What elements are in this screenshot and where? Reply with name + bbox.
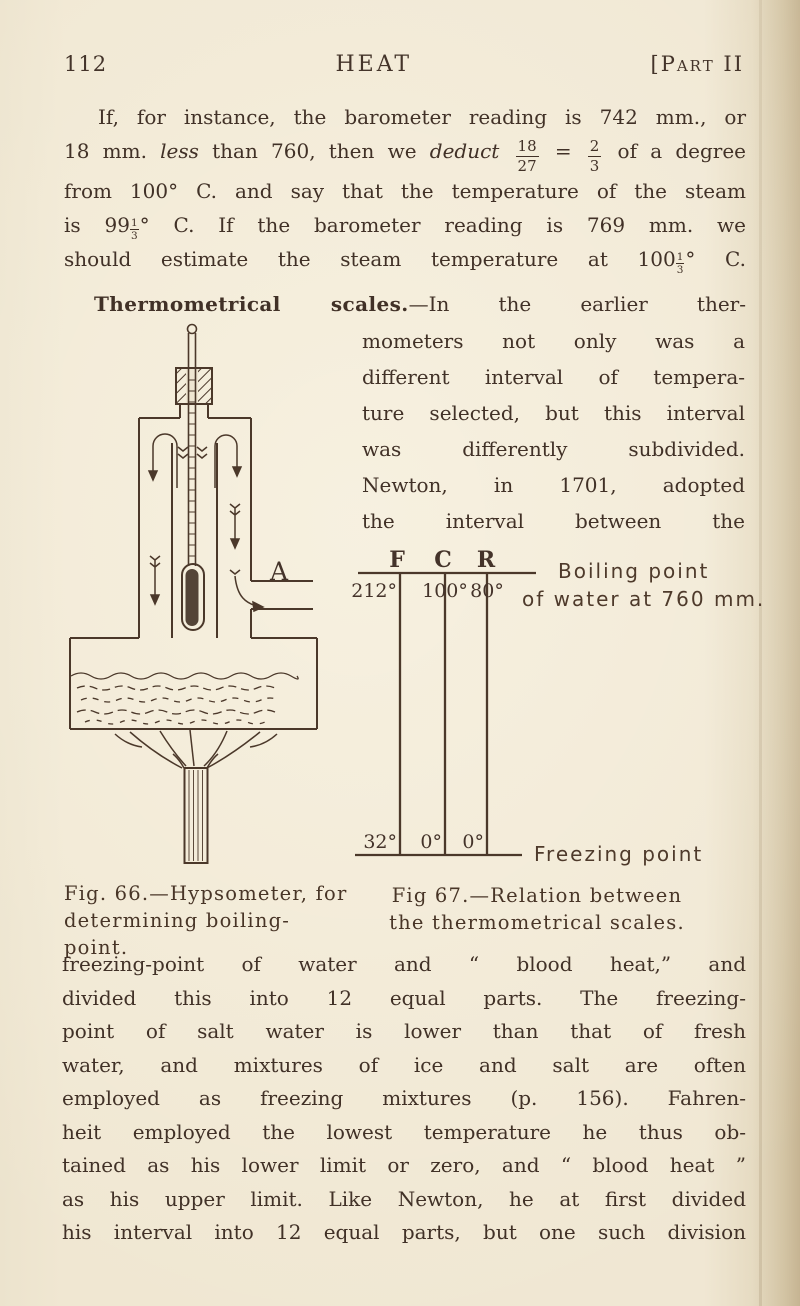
fig66-caption-line1: Fig. 66.—Hypsometer, for: [64, 882, 348, 905]
fig67-caption-line2: the thermometrical scales.: [389, 911, 685, 934]
running-title: HEAT: [335, 52, 413, 77]
paragraph-barometer-correction: If, for instance, the barometer reading …: [64, 100, 746, 276]
text-line: was differently subdivided.: [362, 437, 745, 461]
text-line: freezing-point of water and “ blood heat…: [62, 952, 746, 976]
scale-letter-r: R: [477, 547, 496, 573]
freezing-c: 0°: [420, 831, 442, 853]
hypsometer-body: [69, 367, 318, 864]
burner-tube: [183, 767, 209, 864]
text-line: different interval of tempera-: [362, 365, 745, 389]
fig66-hypsometer-figure: A: [69, 323, 318, 864]
fig67-caption-line1: Fig 67.—Relation between: [391, 884, 683, 907]
text-line: water, and mixtures of ice and salt are …: [62, 1052, 746, 1077]
section-heading-line: Thermometrical scales.—In the earlier th…: [64, 287, 746, 321]
scale-lines: [355, 571, 536, 857]
wrapped-column-text: mometers not only was a different interva…: [362, 323, 745, 539]
freezing-r: 0°: [462, 831, 484, 853]
boiler: [69, 637, 318, 730]
fig67-scales-diagram: F C R 212° 100° 80° 32° 0° 0° Boiling po…: [351, 547, 763, 866]
page-number: 112: [64, 52, 108, 76]
part-label: [Part II: [650, 52, 744, 76]
text-line: employed as freezing mixtures (p. 156). …: [62, 1086, 746, 1110]
freezing-point-label: Freezing point: [534, 842, 703, 866]
page-edge-crease: [759, 0, 762, 1306]
scale-letter-f: F: [389, 547, 405, 573]
text-line: the interval between the: [362, 509, 745, 533]
thermometer-ring: [186, 323, 198, 335]
fig67-caption: Fig 67.—Relation between the thermometri…: [372, 882, 702, 936]
inner-steam-tube: [171, 443, 218, 638]
text-line: point of salt water is lower than that o…: [62, 1019, 746, 1043]
boiling-point-label-line2: of water at 760 mm.: [522, 587, 765, 611]
boiling-f: 212°: [351, 580, 397, 602]
text-line: from 100° C. and say that the temperatur…: [64, 179, 746, 203]
text-line: If, for instance, the barometer reading …: [98, 105, 746, 129]
text-line: should estimate the steam temperature at…: [64, 247, 746, 276]
boiling-r: 80°: [470, 580, 504, 602]
mercury: [185, 569, 199, 626]
text-line: ture selected, but this interval: [362, 401, 745, 425]
scale-letters: F C R: [389, 547, 496, 573]
steam-arrows: [147, 433, 265, 613]
freezing-values: 32° 0° 0°: [363, 831, 484, 853]
text-line: tained as his lower limit or zero, and “…: [62, 1153, 746, 1177]
scale-letter-c: C: [434, 547, 452, 573]
text-line: heit employed the lowest temperature he …: [62, 1119, 746, 1144]
section-heading-rest: —In the earlier ther-: [408, 292, 746, 316]
boiler-water: [70, 672, 299, 725]
text-line: mometers not only was a: [362, 329, 745, 353]
text-line: his interval into 12 equal parts, but on…: [62, 1220, 746, 1244]
text-line: as his upper limit. Like Newton, he at f…: [62, 1186, 746, 1211]
text-line: Newton, in 1701, adopted: [362, 473, 745, 497]
page-header: 112 HEAT [Part II: [64, 52, 744, 77]
boiling-point-label-line1: Boiling point: [558, 559, 709, 583]
thermometer: [181, 323, 205, 631]
boiling-c: 100°: [422, 580, 468, 602]
flame: [114, 729, 278, 769]
section-heading-bold: Thermometrical scales.: [94, 292, 409, 316]
text-line: divided this into 12 equal parts. The fr…: [62, 985, 746, 1010]
fig66-caption: Fig. 66.—Hypsometer, for determining boi…: [64, 880, 354, 961]
fig66-caption-line2: determining boiling-point.: [64, 909, 291, 959]
thermometer-bulb: [181, 563, 205, 631]
paragraph-fahrenheit-history: freezing-point of water and “ blood heat…: [62, 948, 746, 1250]
thermometer-graduations: [188, 379, 196, 557]
label-a: A: [269, 557, 289, 586]
boiling-values: 212° 100° 80°: [351, 580, 504, 602]
freezing-f: 32°: [363, 831, 397, 853]
